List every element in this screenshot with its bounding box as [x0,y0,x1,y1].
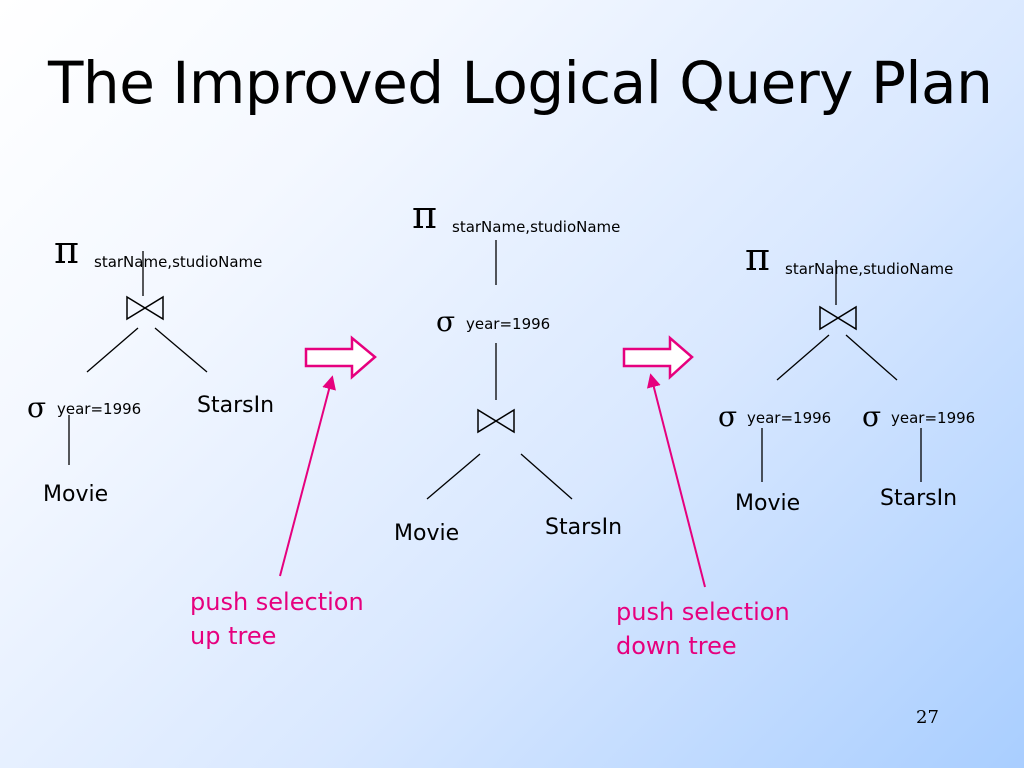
right-sigma-left-subscript: year=1996 [747,409,832,427]
right-pi-subscript: starName,studioName [785,260,954,278]
left-leaf-starsin: StarsIn [197,393,275,418]
left-pointer-arrow-icon [279,375,336,577]
right-pointer-arrow-icon [646,373,706,588]
middle-sigma-symbol: σ [436,305,456,338]
right-annotation-line2: down tree [616,632,737,660]
middle-pi-subscript: starName,studioName [452,218,621,236]
right-sigma-left-symbol: σ [718,400,738,433]
slide-title: The Improved Logical Query Plan [48,49,993,117]
left-pi-symbol: π [54,228,79,272]
right-join-to-sigma-left-line [776,334,830,381]
left-annotation-line1: push selection [190,588,364,616]
right-sigma-right-subscript: year=1996 [891,409,976,427]
middle-join-to-starsin-line [520,453,573,500]
left-join-icon [126,295,164,321]
right-annotation-line1: push selection [616,598,790,626]
right-join-icon [819,305,857,331]
middle-leaf-movie: Movie [394,521,460,546]
middle-leaf-starsin: StarsIn [545,515,623,540]
right-block-arrow-icon [622,335,694,380]
left-join-to-sigma-line [86,327,139,373]
left-annotation-line2: up tree [190,622,277,650]
right-join-to-sigma-right-line [845,334,898,381]
middle-sigma-subscript: year=1996 [466,315,551,333]
right-leaf-movie: Movie [735,491,801,516]
right-sigma-right-symbol: σ [862,400,882,433]
middle-pi-symbol: π [412,193,437,237]
left-leaf-movie: Movie [43,482,109,507]
left-sigma-subscript: year=1996 [57,400,142,418]
left-pi-subscript: starName,studioName [94,253,263,271]
left-annotation: push selection up tree [190,585,364,653]
left-block-arrow-icon [304,335,377,380]
middle-join-icon [477,408,515,434]
left-sigma-symbol: σ [27,391,47,424]
left-join-to-starsin-line [154,327,208,373]
right-leaf-starsin: StarsIn [880,486,958,511]
middle-join-to-movie-line [426,453,481,500]
page-number: 27 [916,707,939,728]
right-pi-symbol: π [745,235,770,279]
right-annotation: push selection down tree [616,595,790,663]
